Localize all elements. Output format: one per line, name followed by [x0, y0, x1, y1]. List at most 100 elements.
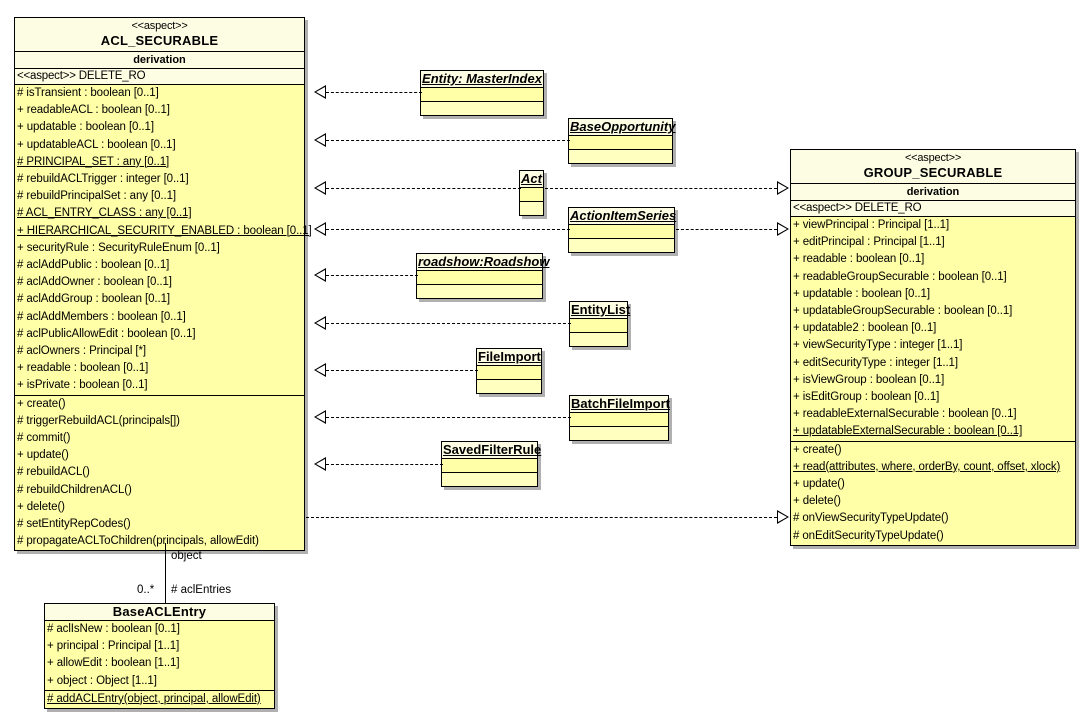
attribute-row: # rebuildACLTrigger : integer [0..1] — [17, 173, 189, 186]
attributes-compartment — [569, 136, 672, 150]
attribute-row: + updatable : boolean [0..1] — [17, 121, 154, 134]
attribute-row: + HIERARCHICAL_SECURITY_ENABLED : boolea… — [17, 224, 312, 237]
realization-arrow-actionitemseries — [314, 222, 326, 236]
attributes-compartment: + viewPrincipal : Principal [1..1]+ edit… — [791, 217, 1075, 442]
realization-arrow-batchfileimport — [314, 410, 326, 424]
attribute-row: + updatableACL : boolean [0..1] — [17, 138, 176, 151]
attributes-compartment — [569, 225, 674, 239]
derivation-label: derivation — [791, 184, 1075, 201]
realization-line-fileimport — [326, 370, 478, 371]
attribute-row: # ACL_ENTRY_CLASS : any [0..1] — [17, 207, 192, 220]
attribute-row: + readableExternalSecurable : boolean [0… — [793, 408, 1017, 421]
class-name-label: FileImport — [477, 349, 541, 366]
attribute-row: + readableGroupSecurable : boolean [0..1… — [793, 270, 1007, 283]
attribute-row: # PRINCIPAL_SET : any [0..1] — [17, 155, 170, 168]
realization-arrow-act — [314, 181, 326, 195]
realization-line-batchfileimport — [326, 417, 571, 418]
class-roadshow[interactable]: roadshow:Roadshow — [416, 253, 550, 299]
attribute-row: + principal : Principal [1..1] — [47, 640, 180, 653]
attributes-compartment — [421, 88, 543, 102]
operation-row: # onEditSecurityTypeUpdate() — [793, 529, 944, 542]
realization-arrow-act-to-group — [777, 181, 789, 195]
attributes-compartment — [570, 319, 627, 333]
stereotype-label: <<aspect>> — [131, 20, 188, 32]
operations-compartment: # addACLEntry(object, principal, allowEd… — [45, 691, 274, 708]
class-header-base-acl-entry: BaseACLEntry — [45, 604, 274, 621]
operations-compartment — [417, 285, 542, 298]
attribute-row: # aclAddGroup : boolean [0..1] — [17, 293, 170, 306]
operation-row: # onViewSecurityTypeUpdate() — [793, 512, 949, 525]
class-acl-securable[interactable]: <<aspect>> ACL_SECURABLE derivation <<as… — [14, 17, 312, 552]
realization-arrow-baseopportunity — [314, 133, 326, 147]
class-baseopportunity[interactable]: BaseOpportunity — [568, 118, 676, 164]
attribute-row: + updatableGroupSecurable : boolean [0..… — [793, 305, 1013, 318]
attribute-row: # aclIsNew : boolean [0..1] — [47, 623, 180, 635]
attribute-row: # aclPublicAllowEdit : boolean [0..1] — [17, 327, 196, 340]
class-fileimport[interactable]: FileImport — [476, 348, 542, 394]
operation-row: + create() — [17, 397, 66, 410]
class-name-label: Entity: MasterIndex — [421, 71, 543, 88]
attribute-row: + readable : boolean [0..1] — [793, 253, 925, 266]
delete-ro-label: <<aspect>> DELETE_RO — [15, 69, 304, 85]
class-name-label: ACL_SECURABLE — [100, 33, 219, 48]
attribute-row: + isPrivate : boolean [0..1] — [17, 379, 148, 392]
class-name-label: GROUP_SECURABLE — [863, 165, 1003, 180]
attribute-row: # isTransient : boolean [0..1] — [17, 87, 159, 99]
class-batchfileimport[interactable]: BatchFileImport — [569, 395, 670, 441]
operations-compartment — [442, 473, 537, 486]
attributes-compartment: # isTransient : boolean [0..1] + readable… — [15, 85, 312, 396]
attribute-row: + updatable : boolean [0..1] — [793, 287, 930, 300]
realization-arrow-savedfilterrule — [314, 457, 326, 471]
attribute-row: + isViewGroup : boolean [0..1] — [793, 373, 945, 386]
attribute-row: + readable : boolean [0..1] — [17, 362, 149, 375]
attribute-row: # aclAddMembers : boolean [0..1] — [17, 310, 186, 323]
class-entitylist[interactable]: EntityList — [569, 301, 631, 347]
realization-line-entitylist — [326, 323, 571, 324]
realization-line-aclsecurable-to-group — [306, 517, 777, 518]
attribute-row: + updatableExternalSecurable : boolean [… — [793, 425, 1023, 438]
delete-ro-label: <<aspect>> DELETE_RO — [791, 201, 1075, 217]
operations-compartment — [520, 202, 543, 215]
class-name-label: EntityList — [570, 302, 631, 319]
class-savedfilterrule[interactable]: SavedFilterRule — [441, 441, 541, 487]
attribute-row: # aclOwners : Principal [*] — [17, 345, 146, 358]
attribute-row: + allowEdit : boolean [1..1] — [47, 657, 180, 670]
realization-line-savedfilterrule — [326, 464, 443, 465]
association-role-object: object — [171, 550, 202, 562]
attribute-row: # aclAddPublic : boolean [0..1] — [17, 259, 170, 272]
attributes-compartment — [477, 366, 541, 380]
operation-row: + update() — [793, 478, 845, 491]
realization-arrow-fileimport — [314, 363, 326, 377]
class-name-label: BaseOpportunity — [569, 119, 676, 136]
attributes-compartment — [417, 271, 542, 285]
realization-arrow-entitylist — [314, 316, 326, 330]
attribute-row: + updatable2 : boolean [0..1] — [793, 322, 937, 335]
attribute-row: + editPrincipal : Principal [1..1] — [793, 236, 945, 249]
class-name-label: BaseACLEntry — [112, 604, 207, 619]
attributes-compartment — [442, 459, 537, 473]
realization-line-roadshow — [326, 275, 418, 276]
class-group-securable[interactable]: <<aspect>> GROUP_SECURABLE derivation <<… — [790, 149, 1076, 546]
class-base-acl-entry[interactable]: BaseACLEntry # aclIsNew : boolean [0..1]… — [44, 603, 275, 710]
operation-row: + update() — [17, 449, 69, 462]
realization-arrow-aclsecurable-to-group — [777, 510, 789, 524]
class-act[interactable]: Act — [519, 170, 544, 216]
operation-row: + delete() — [17, 500, 65, 513]
operations-compartment: + create()+ read(attributes, where, orde… — [791, 442, 1075, 545]
class-name-label: roadshow:Roadshow — [417, 254, 550, 271]
class-header-acl-securable: <<aspect>> ACL_SECURABLE — [15, 18, 304, 52]
class-entity-masterindex[interactable]: Entity: MasterIndex — [420, 70, 544, 116]
derivation-label: derivation — [15, 52, 304, 69]
operations-compartment — [477, 380, 541, 393]
class-name-label: BatchFileImport — [570, 396, 670, 413]
attributes-compartment — [520, 188, 543, 202]
class-actionitemseries[interactable]: ActionItemSeries — [568, 207, 676, 253]
operation-row: + read(attributes, where, orderBy, count… — [793, 460, 1061, 473]
operation-row: # addACLEntry(object, principal, allowEd… — [47, 692, 261, 705]
operation-row: # triggerRebuildACL(principals[]) — [17, 414, 180, 427]
association-multiplicity: 0..* — [137, 584, 155, 596]
attribute-row: + viewSecurityType : integer [1..1] — [793, 339, 963, 352]
attribute-row: # aclAddOwner : boolean [0..1] — [17, 276, 172, 289]
operations-compartment — [569, 150, 672, 163]
attribute-row: # rebuildPrincipalSet : any [0..1] — [17, 190, 176, 203]
